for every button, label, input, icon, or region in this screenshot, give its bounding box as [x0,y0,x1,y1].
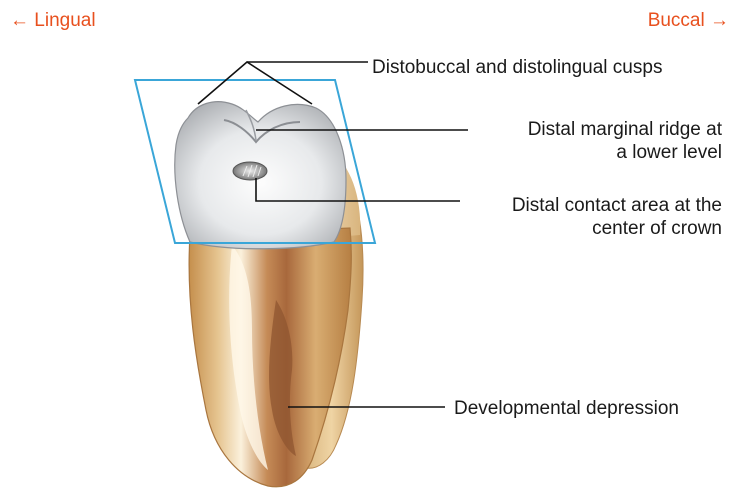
cusps-leader [198,62,312,104]
marginal-ridge-label-line1: Distal marginal ridge at [528,118,722,141]
developmental-depression-label: Developmental depression [454,397,734,420]
cusps-label: Distobuccal and distolingual cusps [372,56,722,79]
contact-area-label-line1: Distal contact area at the [512,194,722,217]
marginal-ridge-label-line2: a lower level [528,141,722,164]
contact-area-label: Distal contact area at the center of cro… [512,194,722,240]
marginal-ridge-label: Distal marginal ridge at a lower level [528,118,722,164]
contact-area-label-line2: center of crown [512,217,722,240]
